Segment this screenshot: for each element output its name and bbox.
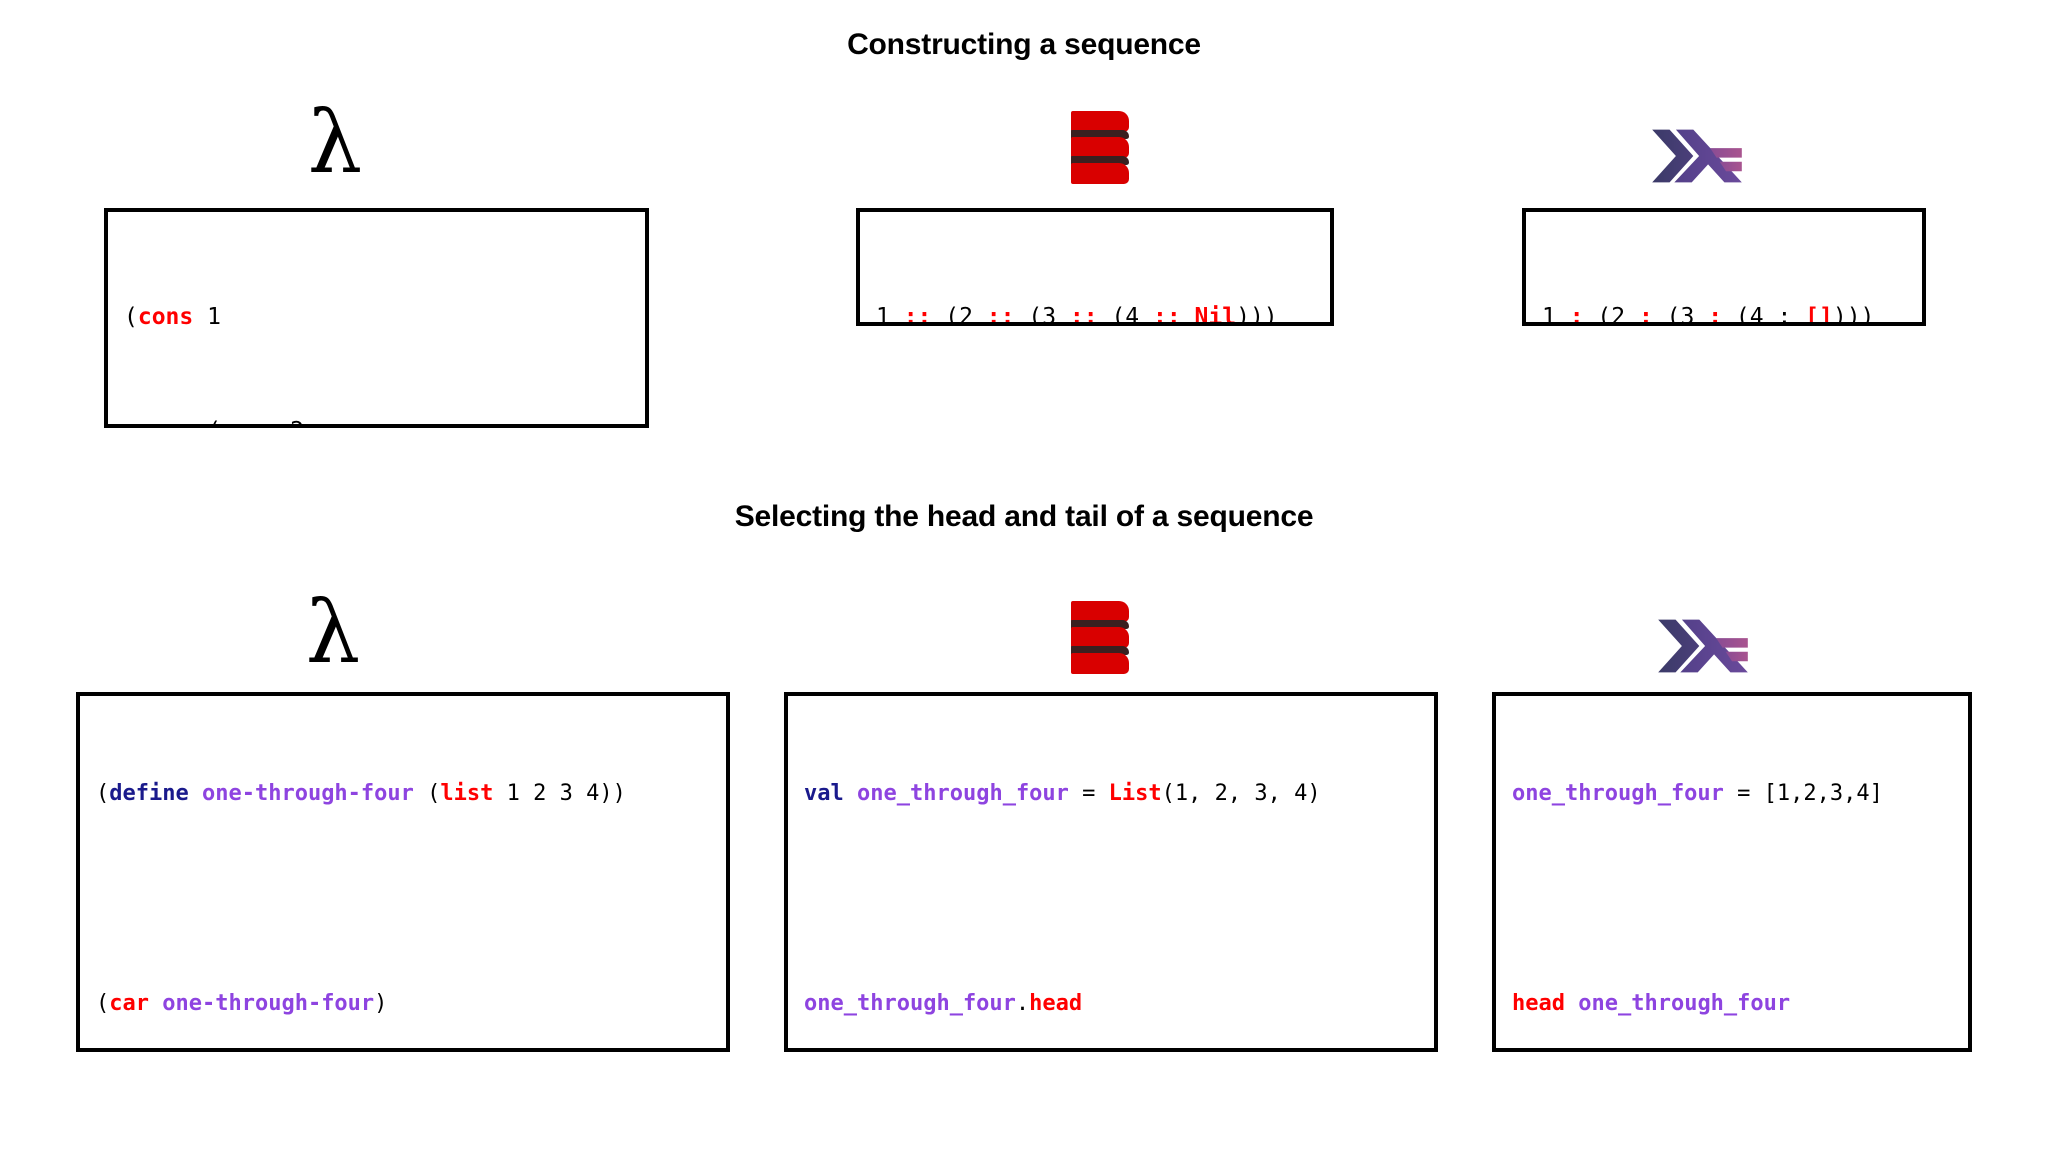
- lambda-icon: λ: [305, 583, 361, 684]
- code-expression: one_through_four.head: [804, 991, 1083, 1016]
- scala-shade-2: [1071, 156, 1129, 165]
- scala-bar-2: [1071, 627, 1129, 648]
- lisp-logo-top: λ: [280, 93, 390, 194]
- scala-shade-1: [1071, 620, 1129, 629]
- code-definition: one_through_four = [1,2,3,4]: [1512, 781, 1883, 806]
- code-blank-line: [1512, 881, 1952, 916]
- scala-bar-3: [1071, 653, 1129, 674]
- scala-logo-top: [1060, 95, 1140, 185]
- scala-logo-bottom: [1060, 585, 1140, 675]
- code-box-select-scala: val one_through_four = List(1, 2, 3, 4) …: [784, 692, 1438, 1052]
- code-blank-line: [804, 881, 1418, 916]
- scala-bar-2: [1071, 137, 1129, 158]
- code-expression: (car one-through-four): [96, 991, 388, 1016]
- haskell-logo-top: [1642, 95, 1752, 185]
- scala-bar-1: [1071, 111, 1129, 132]
- page-title-constructing: Constructing a sequence: [847, 28, 1201, 61]
- haskell-icon: [1658, 619, 1748, 673]
- haskell-logo-bottom: [1648, 585, 1758, 675]
- code-blank-line: [96, 881, 710, 916]
- lisp-logo-bottom: λ: [278, 583, 388, 684]
- code-box-select-haskell: one_through_four = [1,2,3,4] head one_th…: [1492, 692, 1972, 1052]
- scala-bar-1: [1071, 601, 1129, 622]
- scala-icon: [1071, 111, 1129, 185]
- scala-shade-2: [1071, 646, 1129, 655]
- code-box-construct-haskell: 1 : (2 : (3 : (4 : []))) [1,2,3,4]: [1522, 208, 1926, 326]
- page-title-selecting: Selecting the head and tail of a sequenc…: [734, 500, 1314, 533]
- code-definition: val one_through_four = List(1, 2, 3, 4): [804, 781, 1321, 806]
- code-line: (cons 1: [124, 304, 221, 330]
- code-expression: head one_through_four: [1512, 991, 1791, 1016]
- code-box-construct-lisp: (cons 1 (cons 2 (cons 3 (cons 4 nil)))) …: [104, 208, 649, 428]
- scala-bar-3: [1071, 163, 1129, 184]
- scala-shade-1: [1071, 130, 1129, 139]
- code-box-construct-scala: 1 :: (2 :: (3 :: (4 :: Nil))) List(1, 2,…: [856, 208, 1334, 326]
- code-line: 1 :: (2 :: (3 :: (4 :: Nil))): [876, 304, 1278, 326]
- code-line: (cons 2: [124, 412, 629, 424]
- scala-icon: [1071, 601, 1129, 675]
- code-line: 1 : (2 : (3 : (4 : []))): [1542, 304, 1875, 326]
- code-definition: (define one-through-four (list 1 2 3 4)): [96, 781, 626, 806]
- lambda-icon: λ: [307, 93, 363, 194]
- code-box-select-lisp: (define one-through-four (list 1 2 3 4))…: [76, 692, 730, 1052]
- haskell-icon: [1652, 129, 1742, 183]
